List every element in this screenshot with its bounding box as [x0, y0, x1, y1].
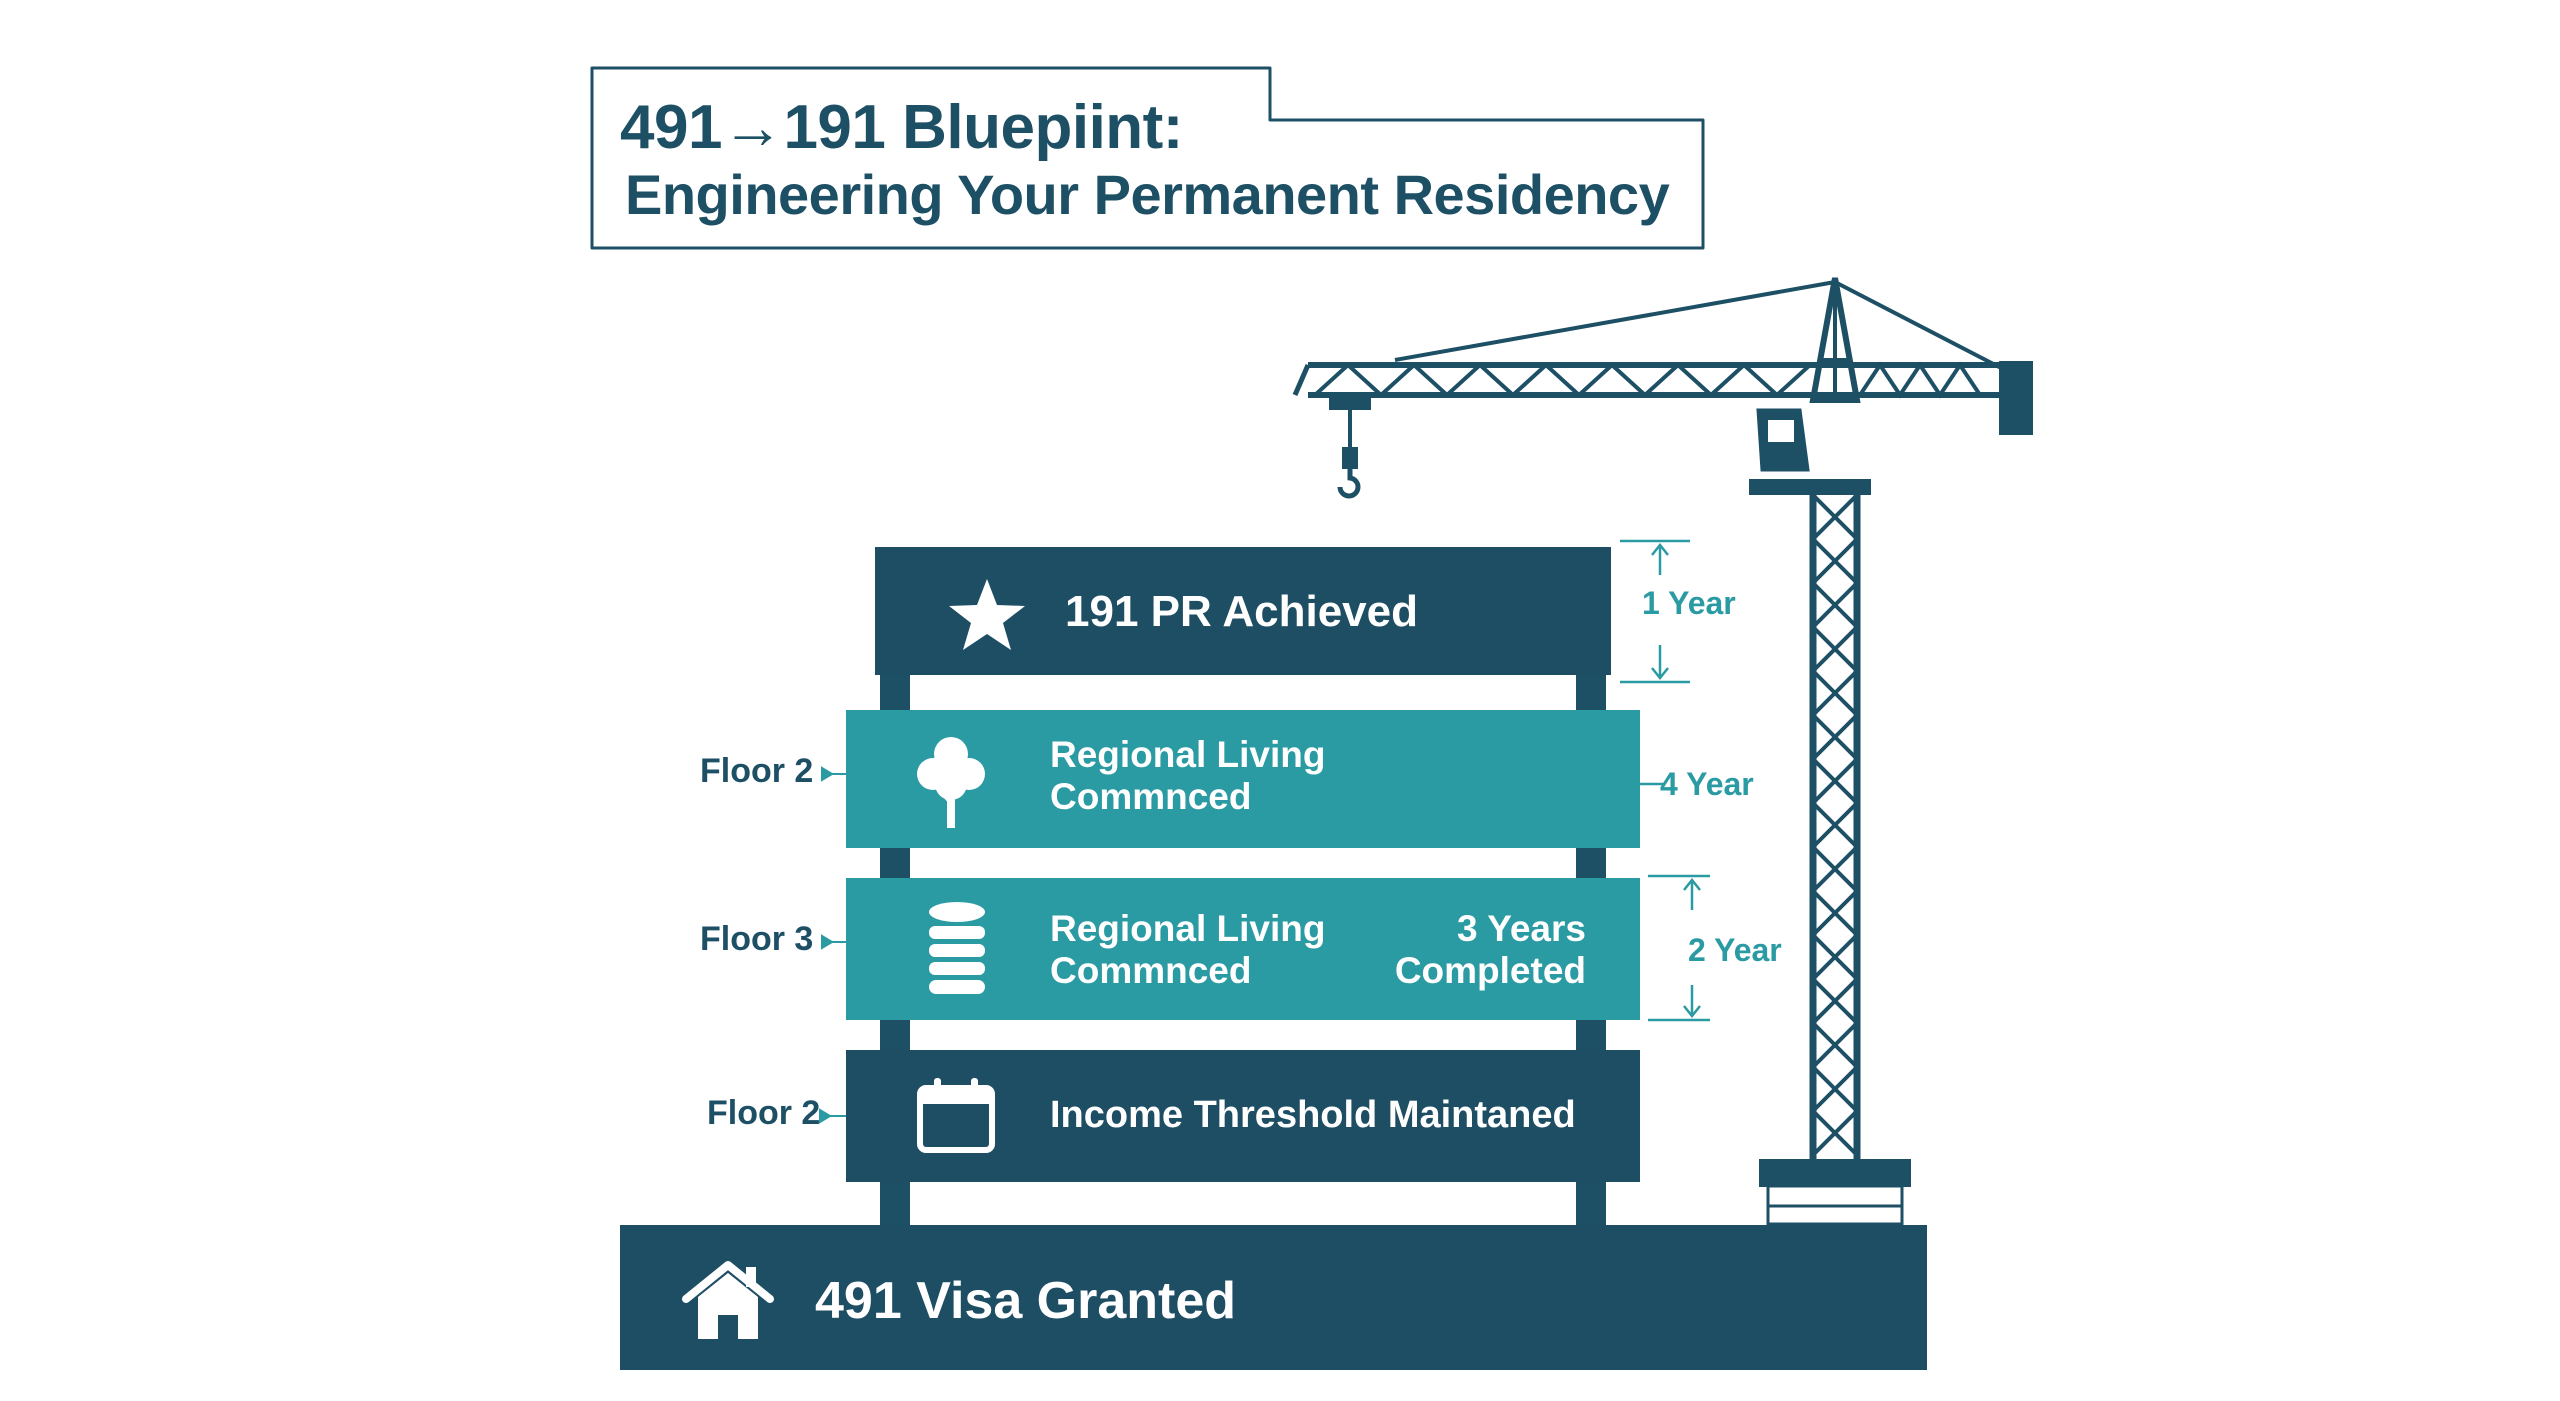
tower-crane — [1292, 277, 2033, 1226]
floor-pr-achieved-label: 191 PR Achieved — [1065, 587, 1418, 636]
floor-pr-achieved: 191 PR Achieved — [875, 547, 1611, 675]
tree-icon — [917, 737, 985, 828]
foundation-label: 491 Visa Granted — [815, 1272, 1237, 1330]
floor-income-threshold-label: Income Threshold Maintaned — [1050, 1094, 1576, 1136]
floor-income-threshold: Income Threshold Maintaned — [846, 1050, 1640, 1182]
duration-1-year: 1 Year — [1642, 585, 1736, 621]
floor-regional-living-2: Regional Living Commnced 3 Years Complet… — [846, 878, 1640, 1020]
title-line-2: Engineering Your Permanent Residency — [625, 163, 1670, 226]
side-connectors — [819, 766, 846, 1124]
foundation-491-visa: 491 Visa Granted — [620, 1225, 1927, 1370]
title-line-1: 491→191 Bluepiint: — [620, 93, 1183, 162]
coin-stack-icon — [929, 902, 985, 994]
calendar-icon — [917, 1078, 995, 1153]
dimension-markers — [1620, 539, 1710, 1022]
duration-2-year: 2 Year — [1688, 932, 1782, 968]
side-label-floor-2-upper: Floor 2 — [700, 752, 814, 790]
floor-regional-living-1: Regional Living Commnced — [846, 710, 1640, 848]
side-label-floor-2-lower: Floor 2 — [707, 1094, 821, 1132]
side-label-floor-3: Floor 3 — [700, 920, 814, 958]
star-icon — [949, 579, 1025, 650]
floor-regional-living-1-label: Regional Living Commnced — [1050, 734, 1326, 817]
house-icon — [682, 1261, 774, 1339]
floor-years-completed-label: 3 Years Completed — [1394, 908, 1586, 991]
floor-regional-living-2-label: Regional Living Commnced — [1050, 908, 1326, 991]
duration-4-year: 4 Year — [1660, 766, 1754, 802]
